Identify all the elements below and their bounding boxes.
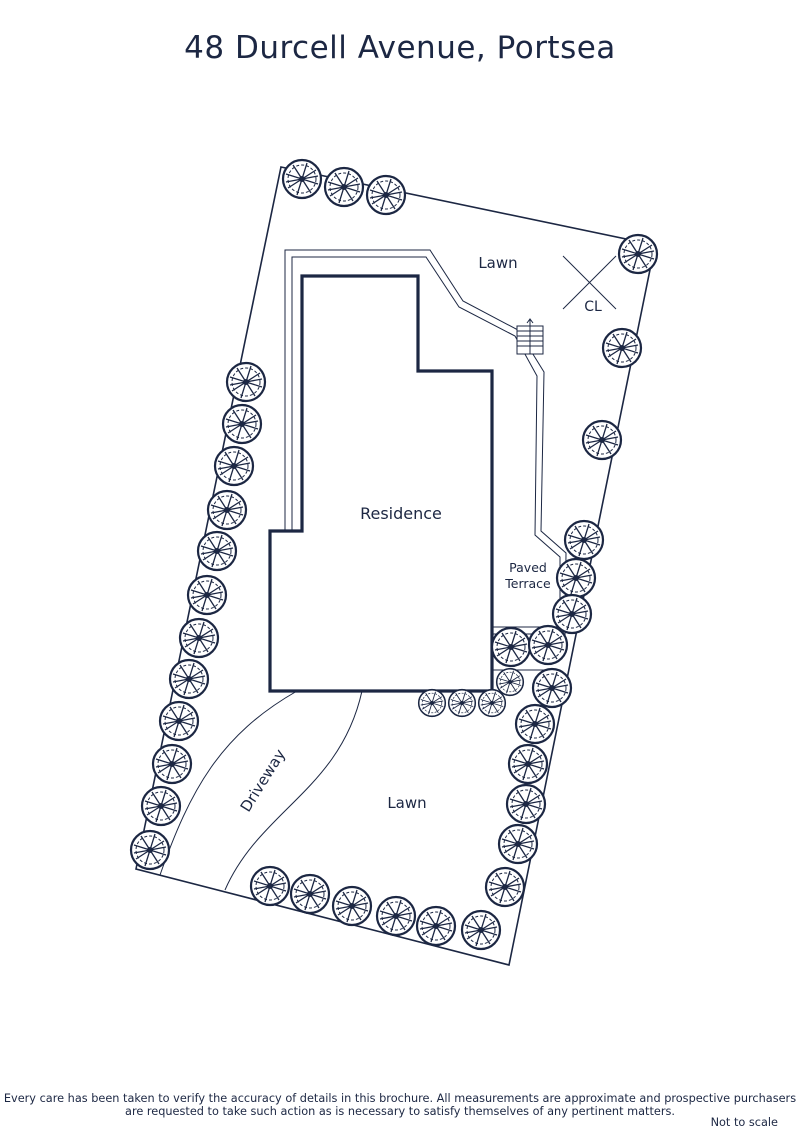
tree-icon xyxy=(527,624,569,666)
tree-icon xyxy=(225,361,267,403)
driveway-edge-east xyxy=(224,690,363,891)
tree-icon xyxy=(186,574,228,616)
tree-icon xyxy=(206,489,248,531)
tree-icon xyxy=(289,873,331,915)
disclaimer-line-1: Every care has been taken to verify the … xyxy=(3,1092,797,1105)
clothesline-label: CL xyxy=(584,299,602,315)
lawn-north-label: Lawn xyxy=(478,254,517,272)
disclaimer-line-2: are requested to take such action as is … xyxy=(125,1105,675,1118)
tree-icon xyxy=(178,617,220,659)
tree-icon xyxy=(415,905,457,947)
tree-icon xyxy=(168,658,210,700)
tree-icon xyxy=(551,593,593,635)
lawn-south-label: Lawn xyxy=(387,794,426,812)
tree-icon xyxy=(140,785,182,827)
tree-icon xyxy=(581,419,623,461)
tree-icon xyxy=(375,895,417,937)
tree-icon xyxy=(477,688,507,718)
tree-icon xyxy=(365,174,407,216)
tree-icon xyxy=(213,445,255,487)
tree-icon xyxy=(196,530,238,572)
tree-icon xyxy=(281,158,323,200)
residence-outline xyxy=(268,274,494,693)
tree-icon xyxy=(617,233,659,275)
tree-icon xyxy=(507,743,549,785)
tree-icon xyxy=(490,626,532,668)
scale-note: Not to scale xyxy=(710,1116,778,1129)
tree-icon xyxy=(447,688,477,718)
terrace-label-line2: Terrace xyxy=(504,576,551,591)
page-title: 48 Durcell Avenue, Portsea xyxy=(184,30,616,66)
tree-icon xyxy=(484,866,526,908)
residence-label: Residence xyxy=(360,504,442,523)
tree-icon xyxy=(323,166,365,208)
tree-icon xyxy=(331,885,373,927)
tree-icon xyxy=(601,327,643,369)
tree-icon xyxy=(563,519,605,561)
driveway-label: Driveway xyxy=(237,746,290,815)
tree-icon xyxy=(129,829,171,871)
tree-icon xyxy=(158,700,200,742)
driveway-edge-west xyxy=(159,690,298,876)
tree-icon xyxy=(495,667,525,697)
tree-icon xyxy=(249,865,291,907)
disclaimer: Every care has been taken to verify the … xyxy=(0,1092,800,1118)
tree-icon xyxy=(555,557,597,599)
garden-path-inner xyxy=(291,256,561,635)
tree-icon xyxy=(514,703,556,745)
tree-icon xyxy=(505,783,547,825)
tree-icon xyxy=(531,667,573,709)
tree-icon xyxy=(151,743,193,785)
tree-icon xyxy=(221,403,263,445)
tree-icon xyxy=(417,688,447,718)
tree-icon xyxy=(497,823,539,865)
terrace-label-line1: Paved xyxy=(509,560,547,575)
clothesline-icon xyxy=(562,255,617,310)
tree-icon xyxy=(460,909,502,951)
stairs-icon xyxy=(516,318,544,355)
